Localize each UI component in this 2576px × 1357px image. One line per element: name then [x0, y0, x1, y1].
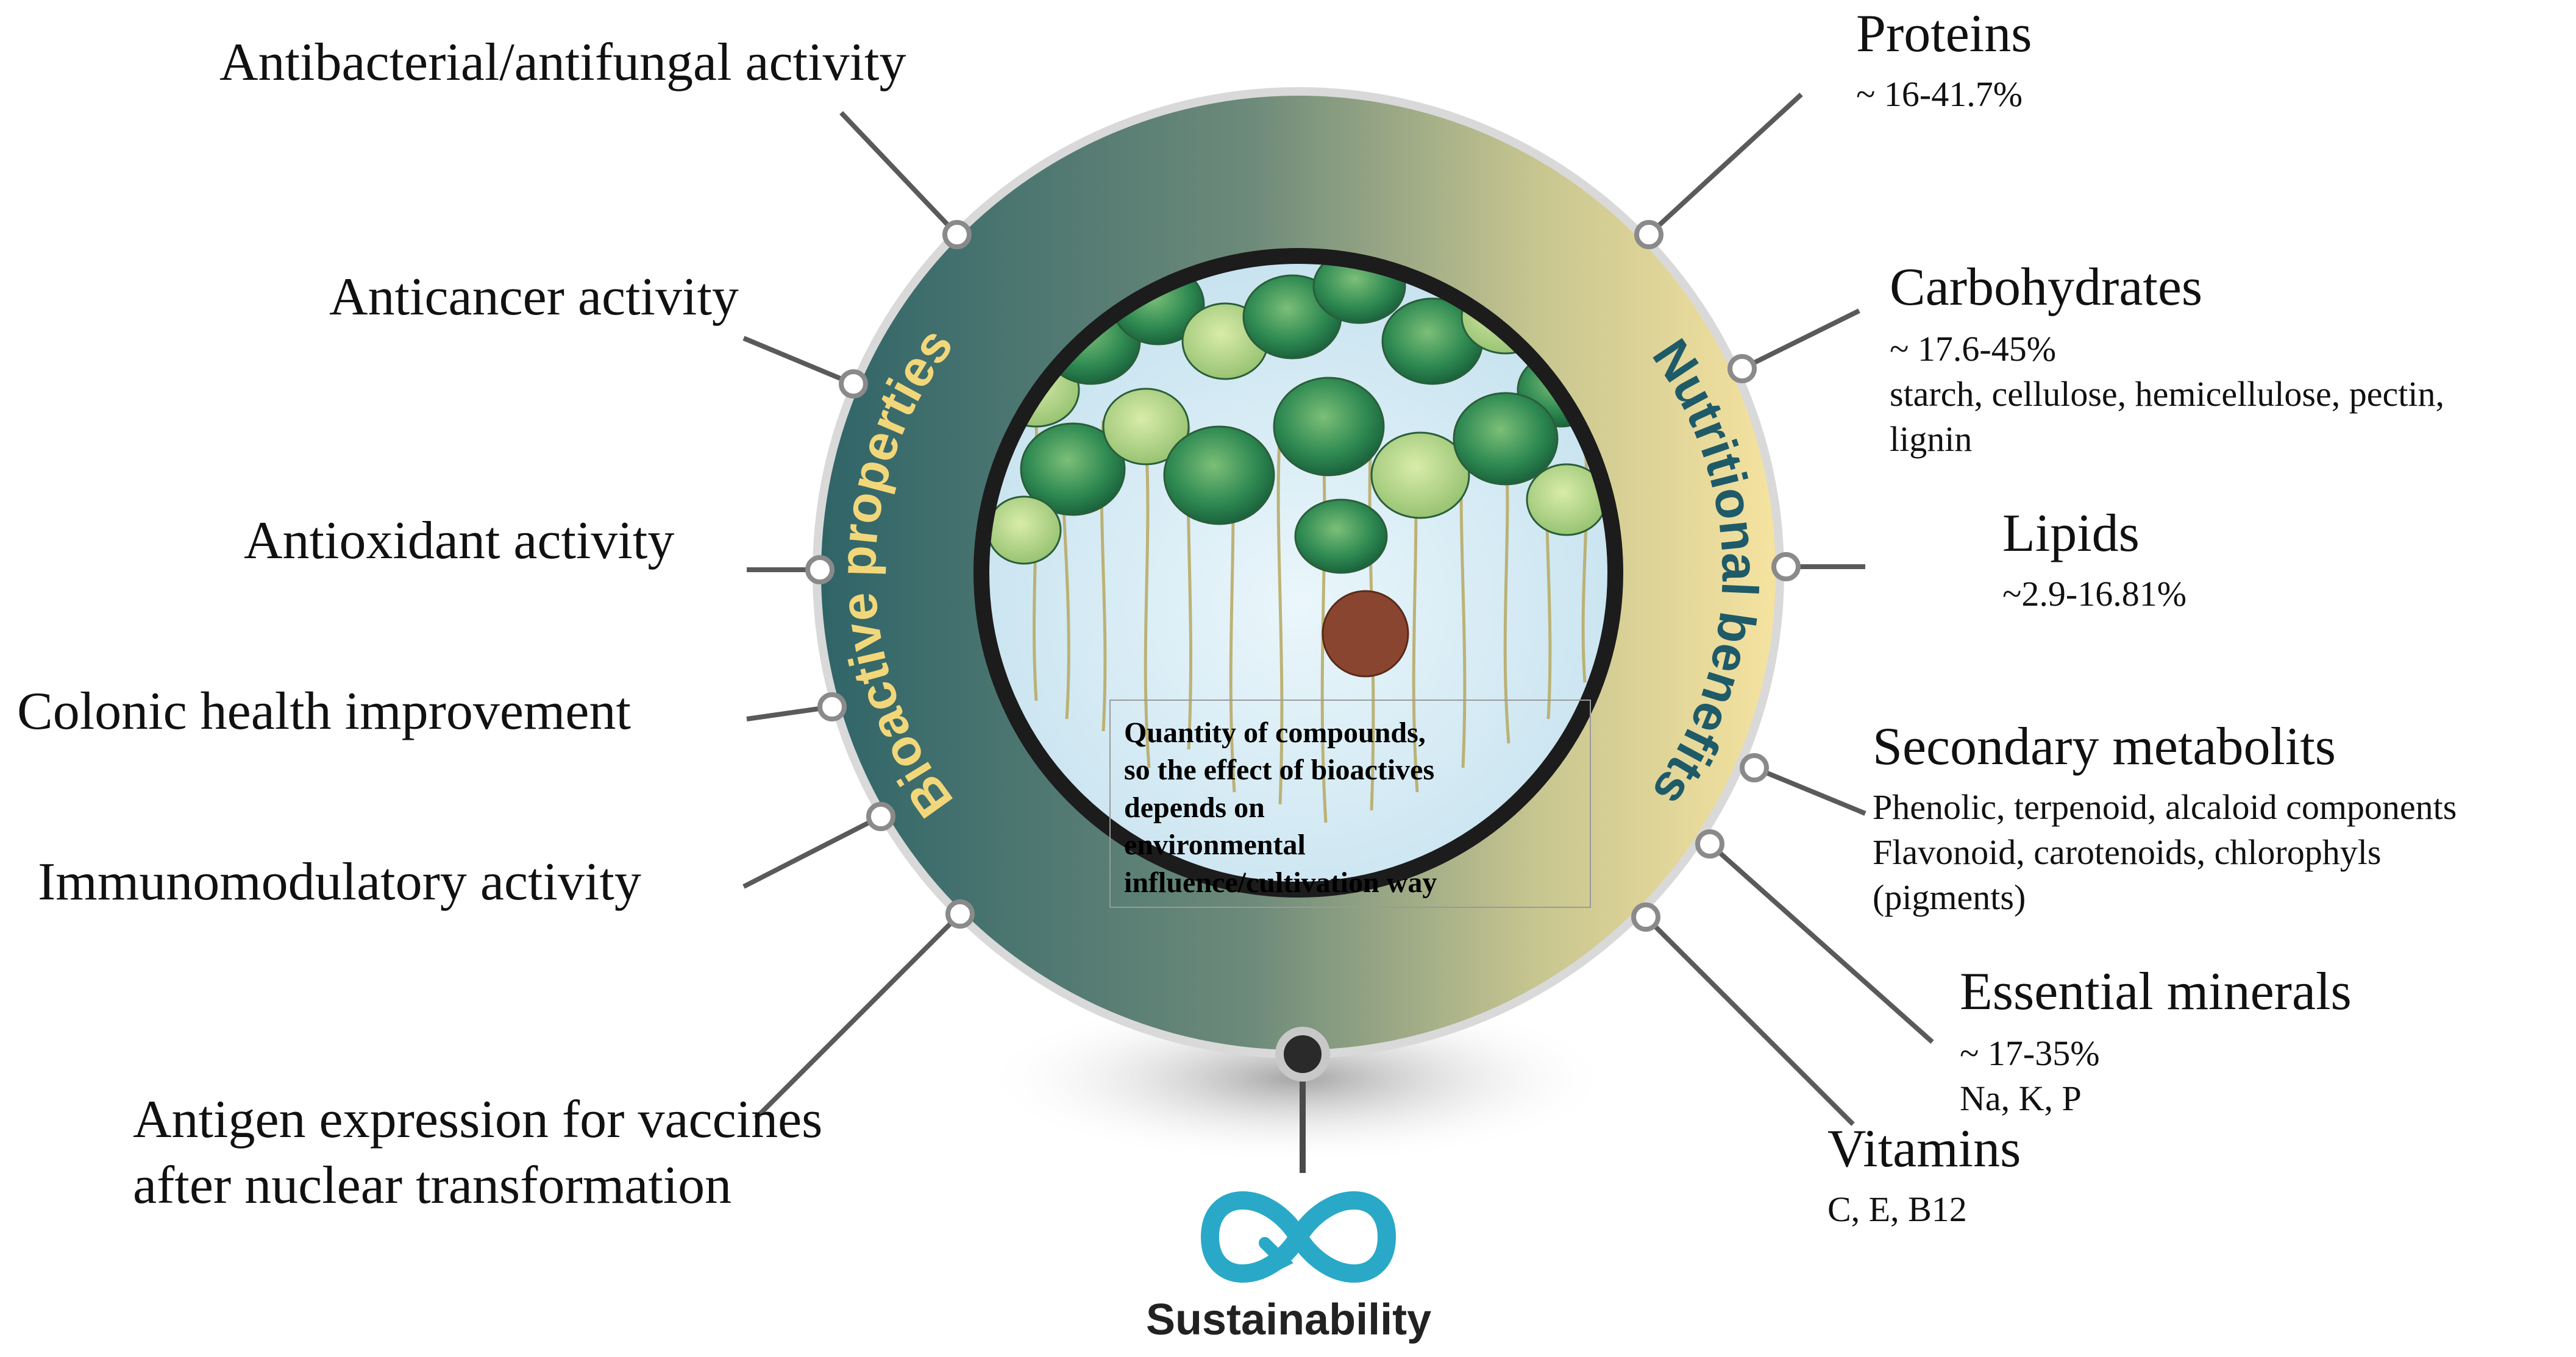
nutrition-nodes — [1631, 220, 1801, 932]
center-note: Quantity of compounds, so the effect of … — [1109, 700, 1591, 908]
sustainability-node — [1275, 1027, 1330, 1082]
label-antioxidant: Antioxidant activity — [244, 511, 675, 570]
inner-disc-border — [973, 248, 1623, 898]
sustainability-label: Sustainability — [1146, 1295, 1432, 1344]
label-antibacterial: Antibacterial/antifungal activity — [219, 33, 906, 92]
essential-minerals-range: ~ 17-35% — [1960, 1033, 2100, 1073]
label-secondary-metabolits: Secondary metabolits — [1873, 717, 2336, 776]
secondary-metabolits-line2: Flavonoid, carotenoids, chlorophyls — [1873, 832, 2382, 872]
essential-minerals-list: Na, K, P — [1960, 1079, 2082, 1118]
carbohydrates-range: ~ 17.6-45% — [1890, 329, 2057, 369]
secondary-metabolits-line1: Phenolic, terpenoid, alcaloid components — [1873, 787, 2457, 827]
carbohydrates-types-2: lignin — [1890, 419, 1973, 459]
vitamins-list: C, E, B12 — [1827, 1189, 1967, 1229]
duckweed-illustration — [984, 259, 1612, 887]
label-antigen-expression-line2: after nuclear transformation — [133, 1156, 732, 1215]
label-essential-minerals: Essential minerals — [1960, 962, 2352, 1021]
label-immunomodulatory: Immunomodulatory activity — [38, 852, 641, 912]
label-colonic-health: Colonic health improvement — [17, 682, 631, 741]
carbohydrates-types: starch, cellulose, hemicellulose, pectin… — [1890, 374, 2444, 414]
label-antigen-expression: Antigen expression for vaccines — [133, 1090, 823, 1149]
lipids-range: ~2.9-16.81% — [2002, 574, 2187, 614]
label-carbohydrates: Carbohydrates — [1890, 258, 2203, 317]
label-lipids: Lipids — [2002, 504, 2140, 563]
label-anticancer: Anticancer activity — [329, 268, 739, 327]
secondary-metabolits-line3: (pigments) — [1873, 877, 2026, 917]
label-vitamins: Vitamins — [1827, 1119, 2021, 1178]
bioactive-nodes — [805, 220, 975, 929]
label-proteins: Proteins — [1856, 4, 2032, 63]
infinity-icon — [1200, 1191, 1397, 1283]
proteins-range: ~ 16-41.7% — [1856, 74, 2023, 114]
